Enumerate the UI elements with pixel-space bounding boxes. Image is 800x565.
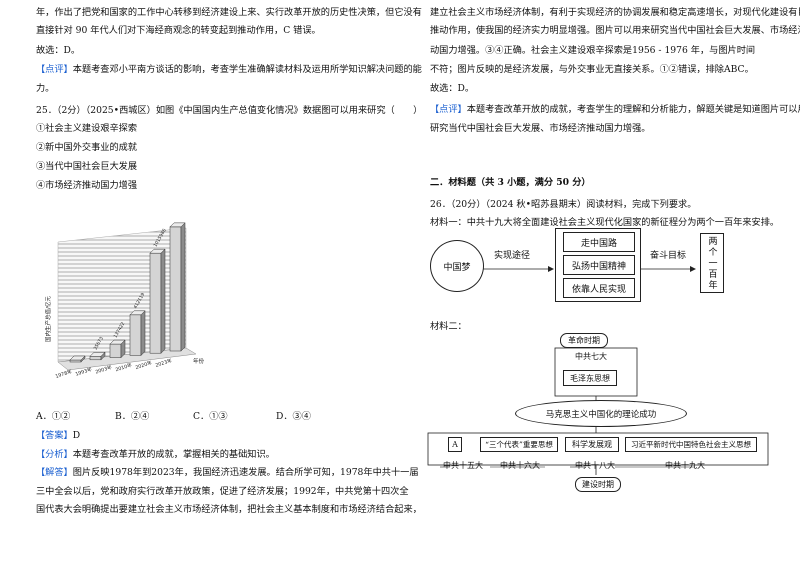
theory-success-oval: 马克思主义中国化的理论成功 [515, 400, 687, 427]
chart-x-axis-label: 年份 [193, 357, 205, 365]
solution-text-1: 图片反映1978年到2023年，我国经济迅速发展。结合所学可知，1978年中共十… [72, 467, 419, 478]
comment-text: 本题考查改革开放的成就，考查学生的理解和分析能力，解题关键是知道图片可以用来 [466, 104, 800, 115]
choice-b: B．②④ [115, 411, 150, 422]
solution-tag: 【解答】 [36, 467, 73, 478]
chart-y-axis-label: 国内生产总值/亿元 [44, 296, 52, 342]
chart-bar-2020年 [149, 248, 166, 354]
comment-tag: 【点评】 [36, 64, 73, 75]
q25-option-2: ②新中国外交事业的成就 [36, 142, 138, 153]
diagram-connectors-2 [427, 347, 769, 475]
q25-analysis: 【分析】本题考查改革开放的成就，掌握相关的基础知识。 [36, 448, 275, 461]
chart-bar-2023年 [169, 222, 186, 352]
chart-category-label: 2023年 [154, 357, 173, 369]
xi-thought-box: 习近平新时代中国特色社会主义思想 [625, 437, 757, 452]
q25-stem: 25．（2分）（2025•西城区）如图《中国国内生产总值变化情况》数据图可以用来… [36, 105, 423, 116]
mao-thought-box: 毛泽东思想 [563, 370, 617, 386]
congress-19: 中共十九大 [665, 461, 705, 470]
goal-box: 两个一百年 [700, 233, 724, 293]
path-group [555, 228, 641, 302]
chart-bar-2003年 [109, 339, 126, 359]
right-comment-line-1: 【点评】本题考查改革开放的成就，考查学生的理解和分析能力，解题关键是知道图片可以… [430, 103, 800, 116]
q25-solution-line-3: 国代表大会明确提出要建立社会主义市场经济体制，把社会主义基本制度和市场经济结合起… [36, 504, 422, 515]
scientific-development-box: 科学发展观 [565, 437, 619, 452]
cont-line-3: 动国力增强。③④正确。社会主义建设艰辛探索是1956 - 1976 年，与图片时… [430, 45, 756, 56]
comment-text: 本题考查邓小平南方谈话的影响，考查学生准确解读材料及运用所学知识解决问题的能 [72, 64, 422, 75]
cont-line-1: 建立社会主义市场经济体制，有利于实现经济的协调发展和稳定高速增长，对现代化建设有… [430, 7, 800, 18]
chart-category-label: 2003年 [94, 364, 113, 376]
q25-option-3: ③当代中国社会巨大发展 [36, 161, 138, 172]
chart-category-label: 1978年 [54, 368, 73, 380]
analysis-tag: 【分析】 [36, 449, 73, 460]
q25-solution-line-1: 【解答】图片反映1978年到2023年，我国经济迅速发展。结合所学可知，1978… [36, 466, 419, 479]
chart-category-label: 1993年 [74, 366, 93, 378]
path-label: 实现途径 [494, 251, 531, 261]
path-item-3: 依靠人民实现 [563, 278, 635, 298]
congress-16: 中共十六大 [500, 461, 540, 470]
answer-value: D [72, 430, 81, 441]
chart-category-label: 2020年 [134, 359, 153, 371]
party-7th-congress: 中共七大 [575, 352, 607, 361]
cont-line-4: 不符；图片反映的是经济发展，与外交事业无直接关系。①②错误，排除ABC。 [430, 64, 754, 75]
section-heading: 二．材料题（共 3 小题，满分 50 分） [430, 177, 591, 188]
cont-conclusion: 故选：D。 [430, 83, 475, 94]
goal-label: 奋斗目标 [650, 251, 687, 261]
chart-bar-2010年 [129, 310, 146, 357]
unknown-a-box: A [448, 437, 462, 452]
choice-d: D．③④ [276, 411, 311, 422]
construction-period-label: 建设时期 [575, 477, 621, 492]
diagram-connectors-1 [480, 266, 696, 272]
china-dream-oval: 中国梦 [430, 240, 484, 292]
three-represents-box: “三个代表”重要思想 [480, 437, 558, 452]
material-1: 材料一：中共十九大将全面建设社会主义现代化国家的新征程分为两个一百年来安排。 [430, 217, 780, 228]
choice-a: A．①② [36, 411, 71, 422]
prev-answer-line-2: 直接针对 90 年代人们对下海经商观念的转变起到推动作用，C 错误。 [36, 25, 321, 36]
q25-option-1: ①社会主义建设艰辛探索 [36, 123, 138, 134]
q25-option-4: ④市场经济推动国力增强 [36, 180, 138, 191]
cont-line-2: 推动作用，使我国的经济实力明显增强。图片可以用来研究当代中国社会巨大发展、市场经… [430, 25, 800, 36]
q25-solution-line-2: 三中全会以后，党和政府实行改革开放政策，促进了经济发展；1992年，中共党第十四… [36, 486, 409, 497]
material-2: 材料二： [430, 321, 467, 332]
prev-answer-line-1: 年，作出了把党和国家的工作中心转移到经济建设上来、实行改革开放的历史性决策，但它… [36, 7, 422, 18]
analysis-text: 本题考查改革开放的成就，掌握相关的基础知识。 [72, 449, 275, 460]
q26-stem: 26．（20分）（2024 秋•昭苏县期末）阅读材料，完成下列要求。 [430, 199, 697, 210]
revolution-period-label: 革命时期 [560, 333, 608, 348]
chart-bar-1993年 [89, 351, 106, 361]
chart-category-label: 2010年 [114, 361, 133, 373]
right-comment-line-2: 研究当代中国社会巨大发展、市场经济推动国力增强。 [430, 123, 651, 134]
gdp-chart: 1978年356731993年1374222003年4121192010年101… [44, 222, 205, 380]
prev-comment-line-2: 力。 [36, 83, 55, 94]
path-item-2: 弘扬中国精神 [563, 255, 635, 275]
prev-answer-conclusion: 故选：D。 [36, 45, 81, 56]
path-item-1: 走中国路 [563, 232, 635, 252]
q25-answer: 【答案】D [36, 429, 80, 442]
choice-c: C．①③ [193, 411, 228, 422]
chart-bar-1978年 [69, 355, 86, 363]
answer-tag: 【答案】 [36, 430, 73, 441]
congress-18: 中共十八大 [575, 461, 615, 470]
prev-comment-line-1: 【点评】本题考查邓小平南方谈话的影响，考查学生准确解读材料及运用所学知识解决问题… [36, 63, 422, 76]
comment-tag: 【点评】 [430, 104, 467, 115]
congress-15: 中共十五大 [443, 461, 483, 470]
